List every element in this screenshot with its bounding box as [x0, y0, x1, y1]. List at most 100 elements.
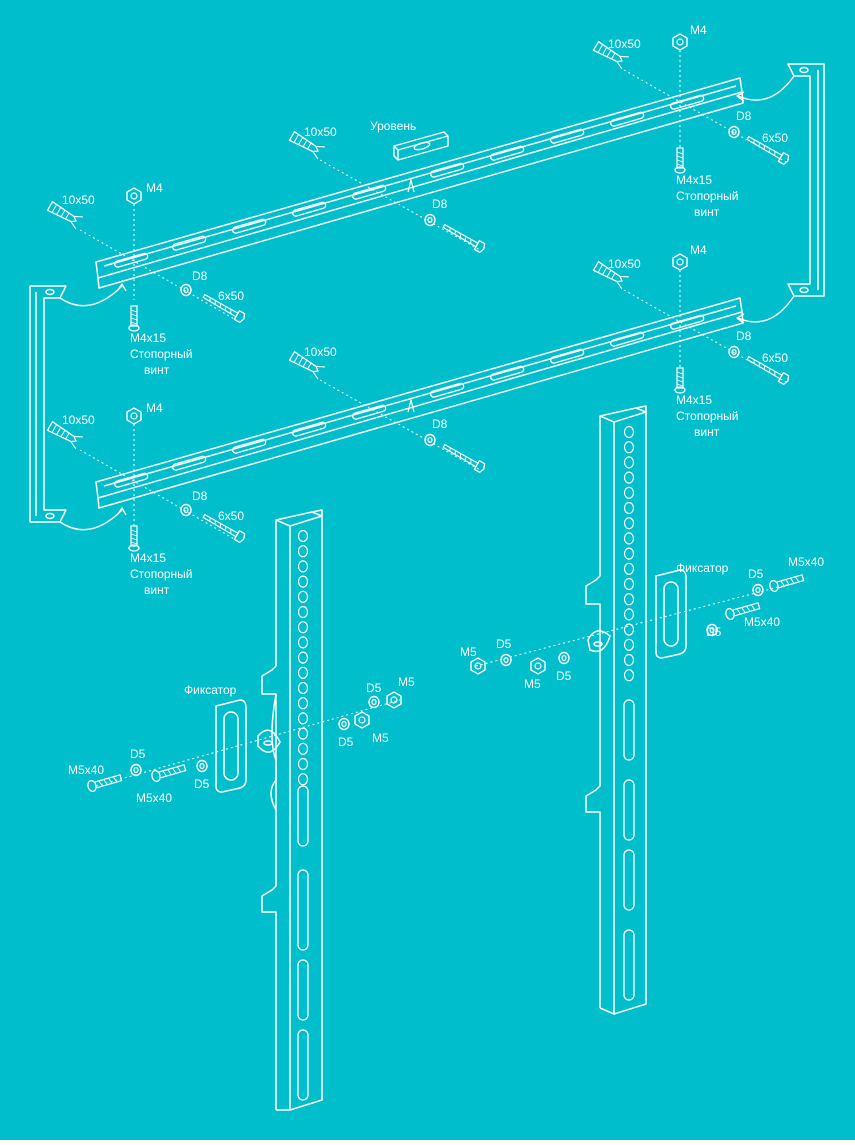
assembly-lines-rails [79, 50, 787, 541]
mounting-hole [297, 712, 309, 725]
left-lock-plate [215, 699, 281, 793]
label-washer-d5: D5 [130, 747, 146, 761]
label-washer-d5: D5 [194, 777, 210, 791]
label-set-screw-caption: винт [144, 583, 170, 597]
mounting-hole [297, 742, 309, 755]
label-set-screw-caption: Стопорный [130, 567, 193, 581]
mounting-hole [623, 471, 635, 484]
right-end-clip [736, 63, 825, 324]
label-washer-d8: D8 [736, 109, 752, 123]
mounting-hole [297, 757, 309, 771]
label-lag-screw: 6x50 [218, 289, 244, 303]
label-nut-m5: M5 [372, 731, 389, 745]
mounting-hole [297, 727, 309, 740]
left-end-clip [29, 283, 127, 531]
label-washer-d8: D8 [736, 329, 752, 343]
label-lock: Фиксатор [184, 683, 237, 697]
label-level: Уровень [370, 119, 416, 133]
label-set-screw-caption: винт [144, 363, 170, 377]
mounting-hole [623, 425, 635, 439]
label-bolt-m5x40: M5x40 [788, 555, 824, 569]
mounting-hole [297, 697, 309, 710]
label-washer-d5: D5 [748, 567, 764, 581]
label-set-screw: M4x15 [130, 551, 166, 565]
mounting-hole [297, 621, 309, 634]
mounting-hole [623, 547, 635, 560]
bottom-rail [95, 297, 744, 509]
mounting-hole [623, 593, 635, 606]
right-vertical-bracket [585, 405, 647, 1015]
label-set-screw: M4x15 [676, 393, 712, 407]
mounting-hole [623, 517, 635, 530]
mounting-hole [623, 669, 635, 682]
label-washer-d5: D5 [496, 637, 512, 651]
label-nut-m4: M4 [146, 401, 163, 415]
label-lag-screw: 6x50 [762, 131, 788, 145]
mounting-hole [623, 653, 635, 667]
label-nut-m4: M4 [146, 181, 163, 195]
mounting-hole [297, 681, 309, 695]
mounting-hole [297, 590, 309, 603]
right-bracket-slots [623, 699, 635, 1001]
label-anchor: 10x50 [608, 257, 641, 271]
label-washer-d5: D5 [556, 669, 572, 683]
mounting-hole [297, 529, 309, 543]
mounting-hole [623, 532, 635, 545]
label-lag-screw: 6x50 [218, 509, 244, 523]
mounting-hole [623, 486, 635, 499]
label-washer-d8: D8 [192, 489, 208, 503]
label-bolt-m5x40: M5x40 [136, 791, 172, 805]
left-bracket-holes [297, 529, 309, 786]
left-bracket-slots [297, 785, 309, 1101]
label-washer-d8: D8 [432, 417, 448, 431]
mounting-hole [297, 605, 309, 619]
spirit-level [393, 131, 449, 161]
label-washer-d5: D5 [706, 625, 722, 639]
mounting-hole [297, 575, 309, 588]
mounting-hole [623, 623, 635, 636]
label-nut-m4: M4 [690, 23, 707, 37]
mounting-hole [623, 577, 635, 591]
mounting-hole [297, 545, 309, 558]
label-set-screw-caption: винт [694, 425, 720, 439]
mounting-hole [623, 501, 635, 515]
mounting-hole [297, 773, 309, 786]
label-set-screw: M4x15 [130, 331, 166, 345]
label-anchor: 10x50 [304, 345, 337, 359]
label-nut-m4: M4 [690, 243, 707, 257]
label-set-screw-caption: Стопорный [130, 347, 193, 361]
label-bolt-m5x40: M5x40 [744, 615, 780, 629]
top-rail [95, 77, 744, 289]
assembly-lines-brackets [95, 583, 791, 787]
mounting-hole [623, 608, 635, 621]
right-bracket-holes [623, 425, 635, 682]
label-washer-d5: D5 [366, 681, 382, 695]
label-nut-m5: M5 [524, 677, 541, 691]
label-anchor: 10x50 [62, 413, 95, 427]
label-lock: Фиксатор [676, 561, 729, 575]
mounting-hole [297, 651, 309, 664]
mounting-hole [297, 636, 309, 649]
label-anchor: 10x50 [62, 193, 95, 207]
mounting-hole [623, 456, 635, 469]
mounting-hole [623, 562, 635, 575]
label-nut-m5: M5 [398, 675, 415, 689]
label-washer-d8: D8 [432, 197, 448, 211]
label-anchor: 10x50 [304, 125, 337, 139]
label-bolt-m5x40: M5x40 [68, 763, 104, 777]
mounting-hole [297, 560, 309, 573]
left-vertical-bracket [261, 509, 323, 1111]
mounting-hole [297, 666, 309, 679]
label-lag-screw: 6x50 [762, 351, 788, 365]
mounting-hole [623, 638, 635, 651]
mounting-hole [623, 441, 635, 454]
label-set-screw-caption: винт [694, 205, 720, 219]
right-lock-plate [587, 569, 687, 659]
label-nut-m5: M5 [460, 645, 477, 659]
labels: 10x50 M4 D8 6x50 M4x15 Стопорный винт 10… [62, 23, 824, 805]
label-set-screw: M4x15 [676, 173, 712, 187]
label-anchor: 10x50 [608, 37, 641, 51]
